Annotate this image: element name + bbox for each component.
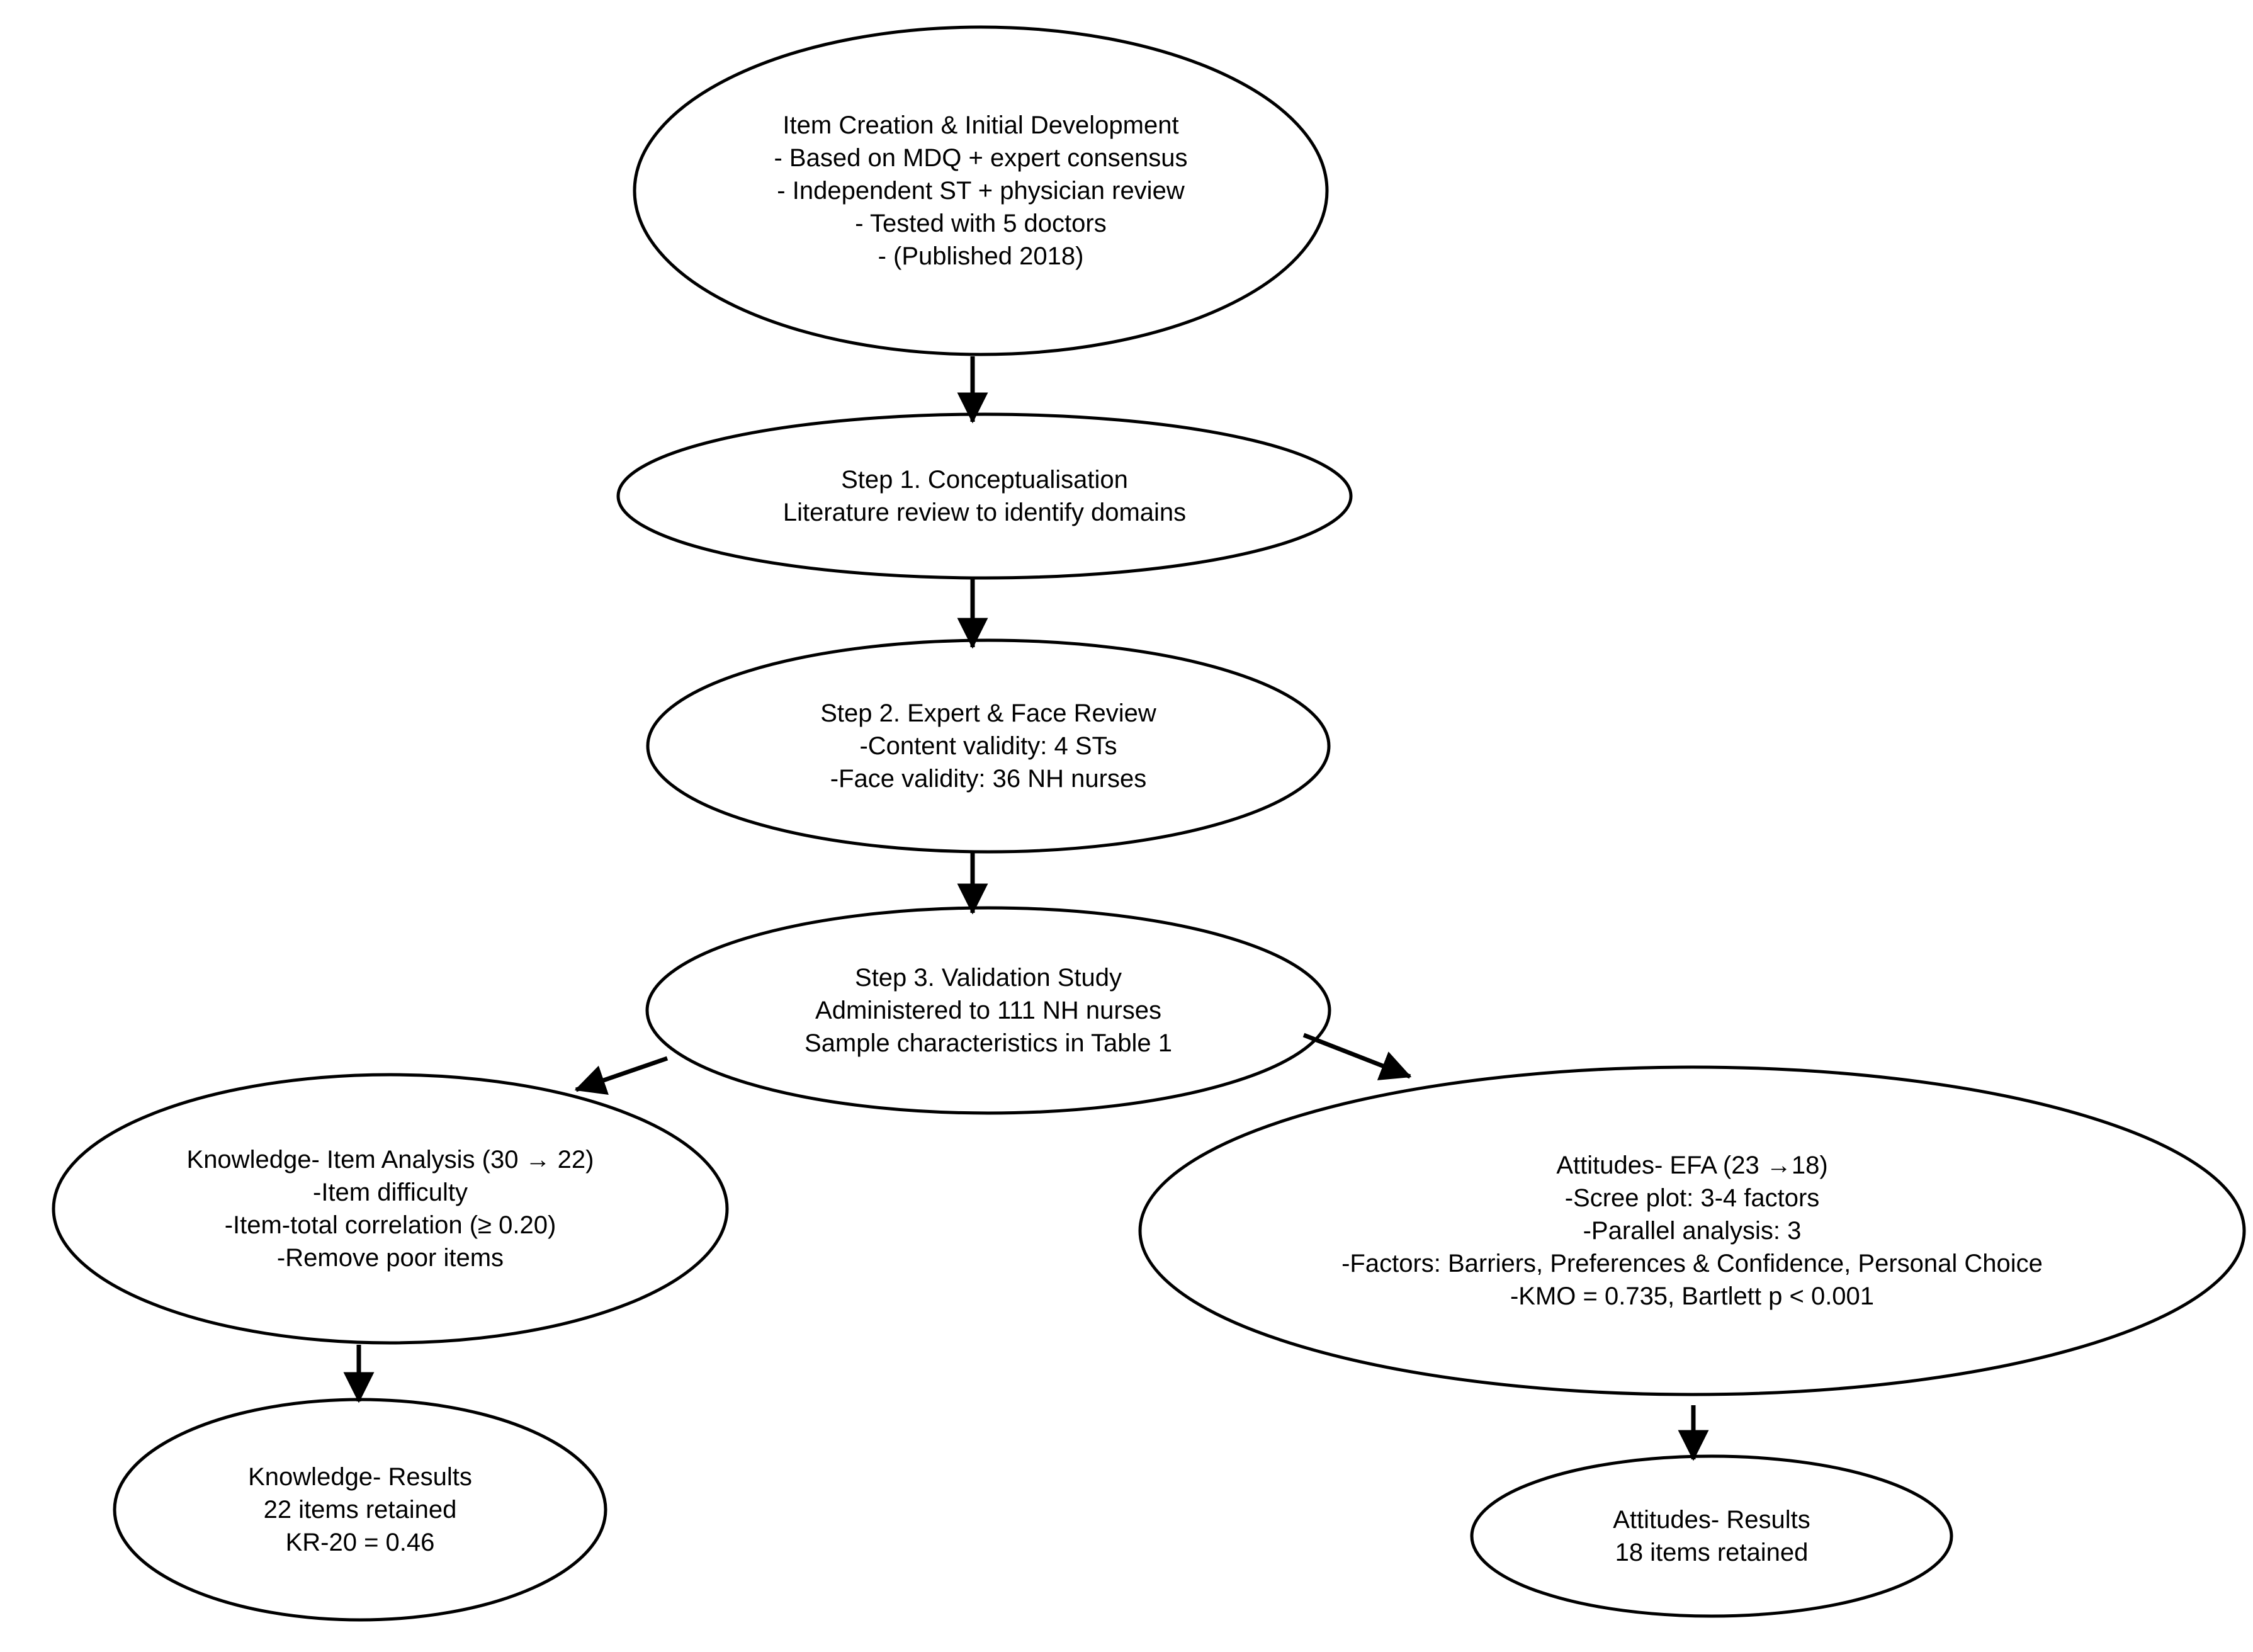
node-title: Attitudes- EFA (23 →18) [1556,1151,1828,1179]
node-detail: 22 items retained [263,1496,457,1524]
ellipse-attitudes-results [1470,1454,1953,1618]
ellipse-step3 [645,906,1331,1115]
node-detail: -KMO = 0.735, Bartlett p < 0.001 [1510,1282,1875,1310]
node-title: Step 1. Conceptualisation [841,466,1128,494]
node-detail: -Item difficulty [312,1179,468,1206]
arrow-step3-to-attitudes [1302,1032,1412,1080]
node-title: Item Creation & Initial Development [782,111,1179,139]
ellipse-knowledge-analysis [52,1073,729,1345]
node-detail: -Scree plot: 3-4 factors [1564,1184,1820,1212]
node-title: Knowledge- Results [248,1463,472,1491]
node-detail: Sample characteristics in Table 1 [805,1029,1172,1057]
node-step3: Step 3. Validation Study Administered to… [805,961,1172,1060]
node-attitudes-results: Attitudes- Results 18 items retained [1613,1503,1810,1569]
node-title: Step 2. Expert & Face Review [820,699,1156,727]
ellipse-item-creation [633,25,1329,356]
node-detail: -Factors: Barriers, Preferences & Confid… [1341,1250,2043,1277]
node-detail: KR-20 = 0.46 [285,1529,435,1556]
node-attitudes-efa: Attitudes- EFA (23 →18) -Scree plot: 3-4… [1341,1149,2043,1313]
node-item-creation: Item Creation & Initial Development - Ba… [774,109,1188,273]
node-detail: - Based on MDQ + expert consensus [774,144,1188,172]
node-detail: -Content validity: 4 STs [859,732,1117,760]
node-detail: Administered to 111 NH nurses [815,997,1161,1024]
node-detail: -Face validity: 36 NH nurses [830,765,1147,793]
node-title: Attitudes- Results [1613,1506,1810,1534]
node-title: Step 3. Validation Study [855,964,1122,992]
node-detail: -Parallel analysis: 3 [1583,1217,1802,1245]
node-detail: 18 items retained [1615,1539,1809,1566]
ellipse-attitudes-efa [1138,1065,2246,1396]
node-detail: - Tested with 5 doctors [855,210,1107,237]
node-step1: Step 1. Conceptualisation Literature rev… [783,463,1186,529]
node-detail: - (Published 2018) [878,242,1084,270]
ellipse-step2 [646,638,1331,854]
node-knowledge-analysis: Knowledge- Item Analysis (30 → 22) -Item… [187,1143,594,1274]
node-detail: Literature review to identify domains [782,499,1187,526]
node-step2: Step 2. Expert & Face Review -Content va… [820,697,1156,795]
node-knowledge-results: Knowledge- Results 22 items retained KR-… [248,1461,472,1559]
arrow-step3-to-knowledge [574,1056,669,1095]
node-detail: -Item-total correlation (≥ 0.20) [224,1211,556,1239]
node-detail: - Independent ST + physician review [777,177,1185,205]
node-title: Knowledge- Item Analysis (30 → 22) [186,1146,594,1174]
node-detail: -Remove poor items [276,1244,504,1272]
